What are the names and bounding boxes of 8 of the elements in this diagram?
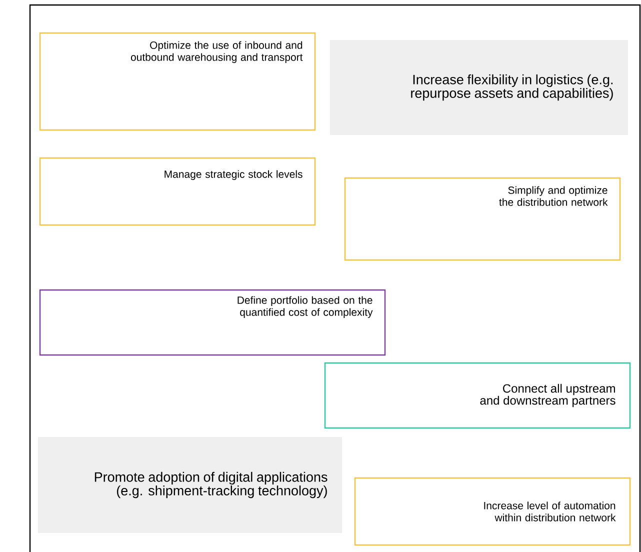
goal-box: Connect all upstream and downstream partners: [324, 362, 631, 429]
goal-box: Manage strategic stock levels: [39, 157, 316, 226]
goal-box: Promote adoption of digital applications (e.g. shipment-tracking technology): [38, 437, 342, 533]
goal-box: Simplify and optimize the distribution network: [344, 177, 621, 261]
goal-box: Optimize the use of inbound and outbound warehousing and transport: [39, 32, 316, 131]
goal-box: Increase level of automation within distribution network: [354, 477, 631, 546]
goal-box: Increase flexibility in logistics (e.g. repurpose assets and capabilities): [330, 40, 628, 135]
goal-box: Define portfolio based on the quantified cost of complexity: [39, 289, 386, 356]
